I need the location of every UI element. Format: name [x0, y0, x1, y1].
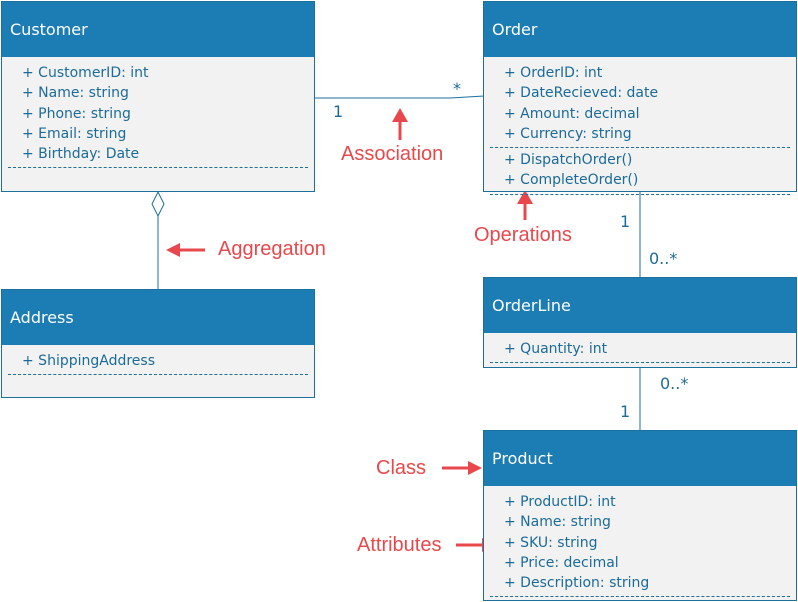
aggregation-arrow-icon [166, 243, 205, 257]
class-product-attributes: + ProductID: int + Name: string + SKU: str… [490, 490, 790, 598]
operation-row: + CompleteOrder() [504, 172, 639, 189]
association-line-customer-order [315, 95, 485, 99]
class-customer[interactable]: Customer + CustomerID: int + Name: string… [1, 1, 315, 192]
annotation-operations: Operations [474, 224, 572, 246]
class-product-name: Product [484, 431, 796, 486]
annotation-class: Class [376, 457, 427, 479]
attribute-row: + Description: string [504, 575, 650, 592]
attribute-row: + Name: string [504, 514, 611, 531]
class-address-name: Address [2, 290, 314, 345]
attribute-row: + ShippingAddress [22, 353, 156, 369]
attribute-row: + Email: string [22, 125, 127, 142]
attribute-row: + Amount: decimal [504, 105, 640, 122]
class-customer-attributes: + CustomerID: int + Name: string + Phone: … [8, 61, 308, 169]
class-address-attributes: + ShippingAddress [8, 349, 308, 376]
multiplicity-order: * [453, 79, 461, 98]
multiplicity-product: 1 [620, 402, 631, 421]
multiplicity-order-to-orderline: 1 [620, 212, 631, 231]
attribute-row: + DateRecieved: date [504, 85, 659, 102]
class-address[interactable]: Address + ShippingAddress [1, 289, 315, 398]
operations-arrow-icon [517, 190, 533, 220]
class-orderline[interactable]: OrderLine + Quantity: int [483, 277, 797, 368]
multiplicity-customer: 1 [333, 102, 344, 121]
attribute-row: + ProductID: int [504, 494, 616, 510]
annotation-aggregation: Aggregation [218, 238, 326, 260]
attribute-row: + Currency: string [504, 125, 632, 142]
class-order-operations: + DispatchOrder() + CompleteOrder() [490, 148, 790, 195]
aggregation-diamond-icon [151, 190, 165, 218]
operation-row: + DispatchOrder() [504, 152, 633, 169]
attribute-row: + SKU: string [504, 534, 598, 551]
annotation-association: Association [341, 143, 444, 165]
multiplicity-orderline-from-order: 0..* [649, 249, 678, 268]
attribute-row: + Name: string [22, 85, 129, 102]
class-order-name: Order [484, 2, 796, 57]
class-orderline-attributes: + Quantity: int [490, 337, 790, 364]
attribute-row: + Phone: string [22, 105, 131, 122]
attribute-row: + Price: decimal [504, 554, 619, 571]
attribute-row: + Birthday: Date [22, 146, 140, 163]
association-arrow-icon [392, 108, 408, 140]
annotation-attributes: Attributes [357, 534, 442, 556]
class-customer-name: Customer [2, 2, 314, 57]
class-orderline-name: OrderLine [484, 278, 796, 333]
attribute-row: + CustomerID: int [22, 65, 149, 81]
attribute-row: + OrderID: int [504, 65, 603, 81]
class-order-attributes: + OrderID: int + DateRecieved: date + Amou… [490, 61, 790, 149]
class-order[interactable]: Order + OrderID: int + DateRecieved: date… [483, 1, 797, 195]
attribute-row: + Quantity: int [504, 341, 608, 357]
multiplicity-orderline-to-product: 0..* [660, 374, 689, 393]
class-product[interactable]: Product + ProductID: int+ Name: string+ … [483, 430, 797, 601]
class-arrow-icon [442, 461, 482, 475]
